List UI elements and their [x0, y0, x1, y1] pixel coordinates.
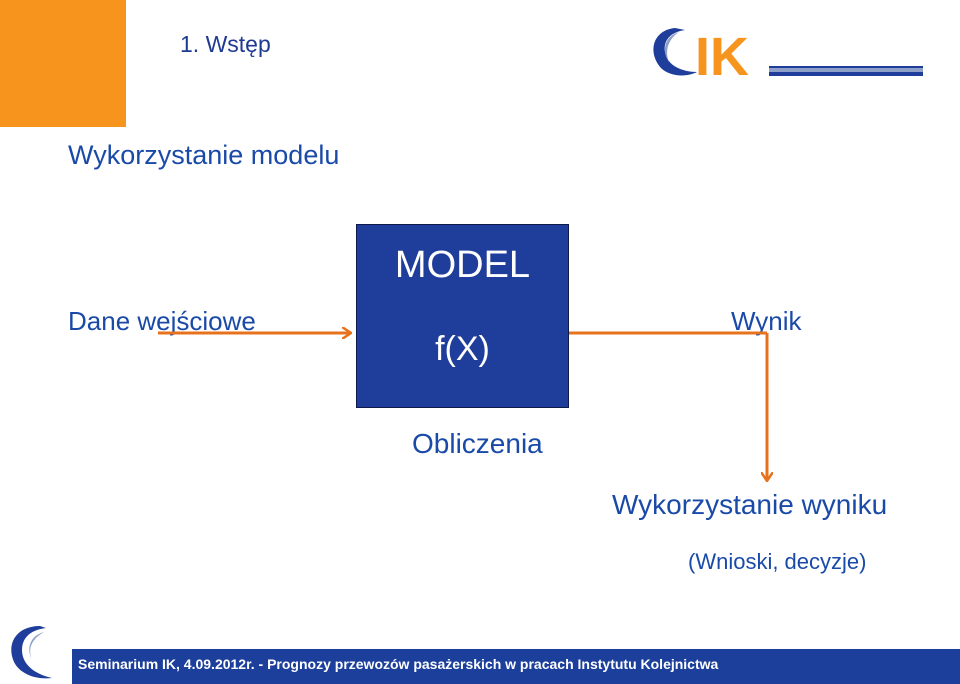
calculations-label: Obliczenia	[412, 428, 543, 459]
slide-heading: Wykorzystanie modelu	[68, 140, 340, 170]
logo-text: IK	[695, 27, 749, 80]
decorative-orange-square	[0, 0, 126, 127]
footer-bar	[72, 649, 960, 684]
footer-logo-swoosh	[11, 626, 52, 679]
ik-logo: IK	[653, 27, 923, 80]
result-label: Wynik	[731, 306, 802, 336]
model-formula: f(X)	[435, 330, 490, 368]
input-data-label: Dane wejściowe	[68, 306, 256, 336]
footer-text: Seminarium IK, 4.09.2012r. - Prognozy pr…	[78, 656, 719, 672]
result-usage-label: Wykorzystanie wyniku	[612, 489, 888, 520]
conclusions-label: (Wnioski, decyzje)	[688, 549, 867, 574]
section-title: 1. Wstęp	[180, 31, 271, 57]
model-box	[356, 224, 569, 408]
model-title: MODEL	[394, 244, 531, 286]
